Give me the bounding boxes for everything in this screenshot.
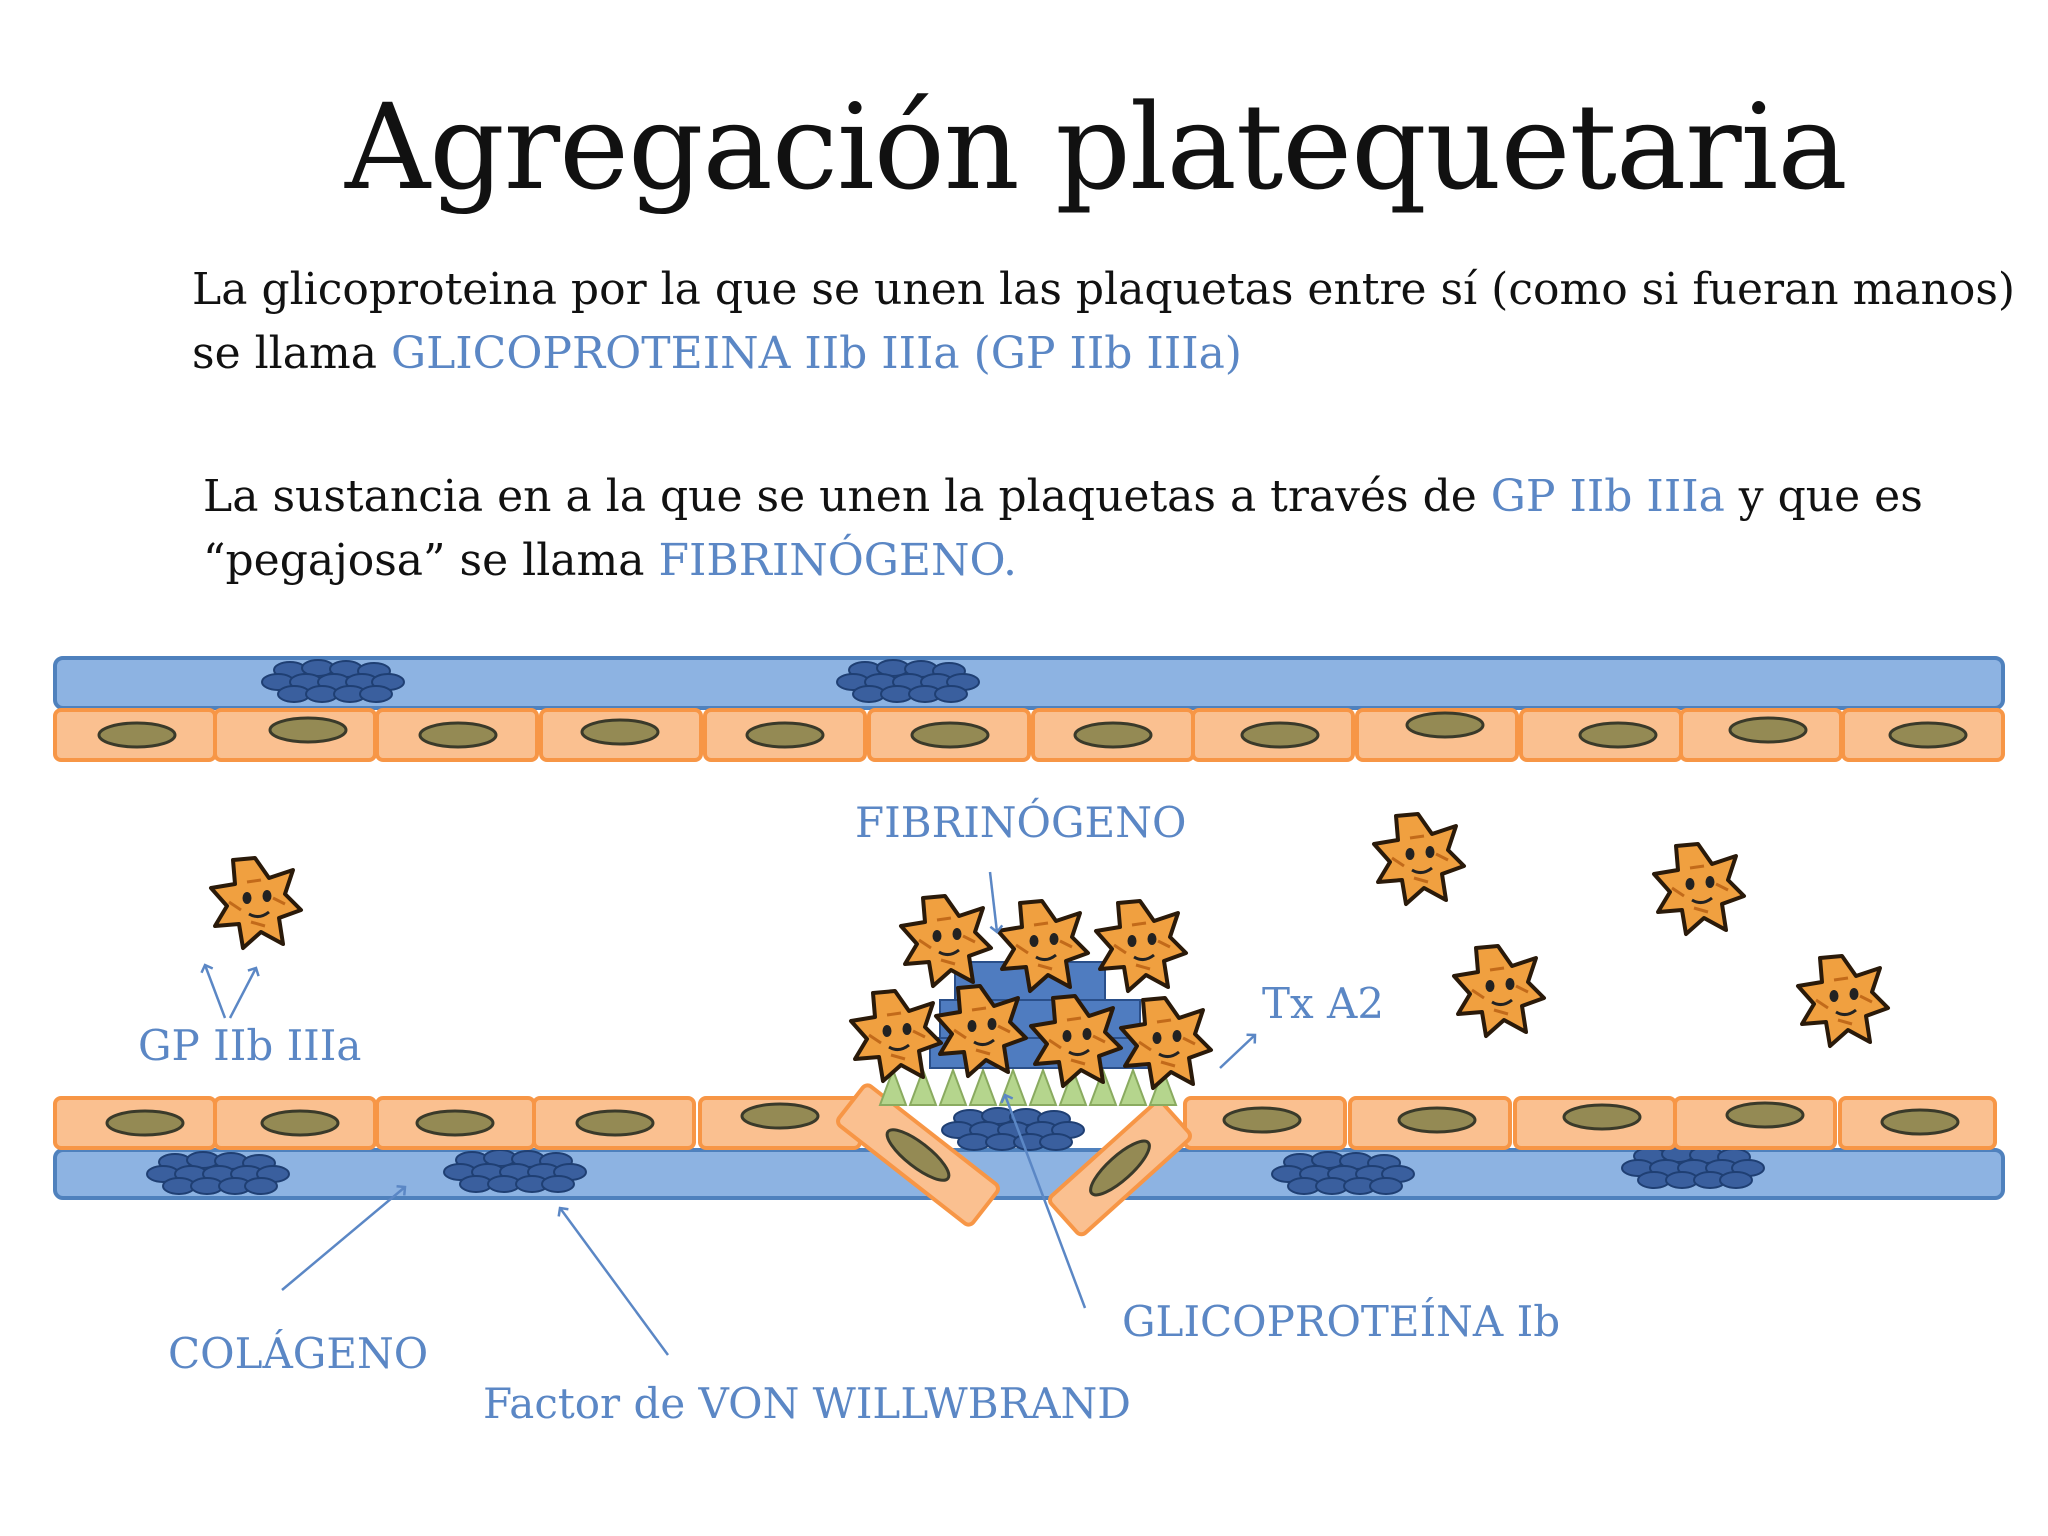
paragraph-1-line-2-prefix: se llama [192, 328, 391, 379]
label-colageno: COLÁGENO [168, 1328, 428, 1378]
paragraph-1-highlight: GLICOPROTEINA IIb IIIa (GP IIb IIIa) [390, 328, 1242, 379]
paragraph-2-line-1-prefix: La sustancia en a la que se unen la plaq… [203, 471, 1491, 522]
top-endothelial-layer [53, 708, 2005, 762]
paragraph-1-line-1: La glicoproteina por la que se unen las … [192, 264, 2016, 315]
annotation-arrows [200, 871, 1257, 1356]
damaged-cell-right [1048, 1099, 1192, 1237]
slide-title: Agregación platequetaria [345, 78, 1848, 216]
label-glicoproteina-ib: GLICOPROTEÍNA Ib [1122, 1296, 1560, 1346]
paragraph-2-highlight-fibrinogeno: FIBRINÓGENO. [658, 535, 1018, 586]
paragraph-1-line-2: se llama GLICOPROTEINA IIb IIIa (GP IIb … [192, 322, 2015, 386]
paragraph-2-line-1-suffix: y que es [1724, 471, 1923, 522]
top-vessel-wall [53, 656, 2005, 710]
paragraph-2-line-1: La sustancia en a la que se unen la plaq… [203, 465, 1923, 529]
label-gp-iib-iiia: GP IIb IIIa [138, 1021, 361, 1070]
label-tx-a2: Tx A2 [1262, 979, 1384, 1028]
damaged-cell-left [836, 1083, 1000, 1227]
bottom-endothelial-layer [53, 1096, 1997, 1150]
glycoprotein-ib-spikes [878, 1067, 1178, 1106]
paragraph-fibrinogeno: La sustancia en a la que se unen la plaq… [203, 465, 1923, 593]
paragraph-2-line-2: “pegajosa” se llama FIBRINÓGENO. [203, 529, 1923, 593]
paragraph-2-highlight-gp: GP IIb IIIa [1490, 471, 1725, 522]
label-fibrinogeno: FIBRINÓGENO [855, 797, 1186, 847]
paragraph-gp-iib-iiia: La glicoproteina por la que se unen las … [192, 258, 2015, 386]
label-von-willebrand: Factor de VON WILLWBRAND [483, 1379, 1131, 1428]
paragraph-2-line-2-prefix: “pegajosa” se llama [203, 535, 659, 586]
